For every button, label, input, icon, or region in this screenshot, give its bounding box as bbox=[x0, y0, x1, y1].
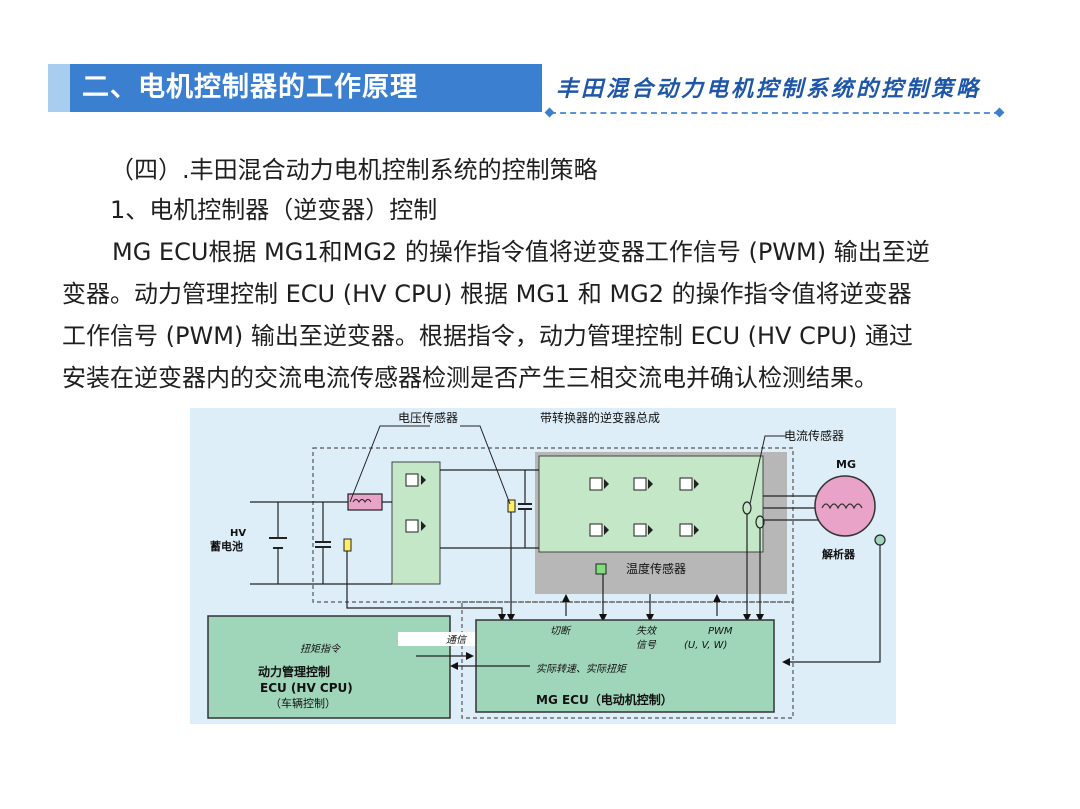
resolver-signal-line bbox=[782, 545, 881, 666]
resolver-label: 解析器 bbox=[822, 547, 856, 561]
header-bar bbox=[48, 64, 542, 112]
inverter-control-diagram: HV 蓄电池 MG 解析器 温度传感器 bbox=[190, 408, 896, 724]
actual-speed-torque-label: 实际转速、实际扭矩 bbox=[536, 663, 628, 675]
paragraph-line: MG ECU根据 MG1和MG2 的操作指令值将逆变器工作信号 (PWM) 输出… bbox=[112, 238, 930, 266]
resolver-icon bbox=[874, 534, 886, 546]
divider-diamond-left bbox=[544, 107, 555, 118]
paragraph-line: 工作信号 (PWM) 输出至逆变器。根据指令，动力管理控制 ECU (HV CP… bbox=[62, 322, 913, 350]
voltage-sensor-label: 电压传感器 bbox=[398, 410, 458, 425]
paragraph-line: 变器。动力管理控制 ECU (HV CPU) 根据 MG1 和 MG2 的操作指… bbox=[62, 280, 912, 308]
fail-signal-label: 失效 bbox=[636, 625, 658, 637]
hv-ecu-label: 动力管理控制 bbox=[258, 664, 330, 679]
inverter-assembly-label: 带转换器的逆变器总成 bbox=[540, 410, 660, 425]
section-title: 二、电机控制器的工作原理 bbox=[82, 72, 418, 103]
current-sensor-leader bbox=[749, 435, 786, 505]
pwm-label: (U, V, W) bbox=[684, 640, 727, 651]
paragraph-line: 安装在逆变器内的交流电流传感器检测是否产生三相交流电并确认检测结果。 bbox=[62, 364, 878, 392]
hv-battery-label: HV bbox=[230, 528, 246, 539]
cutoff-label: 切断 bbox=[550, 625, 572, 637]
converter-igbt bbox=[405, 473, 426, 533]
inverter-igbt-array bbox=[589, 477, 699, 537]
voltage-sensor-element bbox=[343, 538, 352, 552]
divider-diamond-right bbox=[994, 107, 1005, 118]
hv-battery-label: 蓄电池 bbox=[210, 539, 243, 553]
voltage-sensor-leader bbox=[349, 425, 430, 503]
temp-sensor-label: 温度传感器 bbox=[626, 561, 686, 576]
pwm-label: PWM bbox=[708, 626, 733, 637]
header-accent-stripe bbox=[48, 64, 70, 112]
mg-label: MG bbox=[836, 458, 856, 471]
inverter-module bbox=[538, 455, 764, 553]
voltage-sensor-leader bbox=[460, 425, 511, 505]
torque-command-label: 扭矩指令 bbox=[300, 643, 341, 655]
subtitle-divider bbox=[550, 112, 1000, 114]
current-sensor-label: 电流传感器 bbox=[784, 428, 844, 443]
motor-coil bbox=[821, 503, 863, 510]
slide-subtitle: 丰田混合动力电机控制系统的控制策略 bbox=[556, 76, 982, 102]
section-heading: （四）.丰田混合动力电机控制系统的控制策略 bbox=[110, 156, 598, 184]
hv-ecu-label: ECU (HV CPU) bbox=[260, 681, 353, 695]
voltage-signal-line bbox=[346, 551, 506, 622]
mg-ecu-boundary bbox=[461, 601, 794, 719]
mg-ecu-label: MG ECU（电动机控制） bbox=[536, 692, 673, 707]
temp-sensor-icon bbox=[595, 563, 607, 575]
fail-signal-label: 信号 bbox=[636, 639, 657, 651]
subsection-heading: 1、电机控制器（逆变器）控制 bbox=[110, 196, 438, 224]
hv-ecu-label: （车辆控制） bbox=[270, 696, 336, 710]
communication-label: 通信 bbox=[446, 634, 468, 646]
reactor-coil bbox=[352, 499, 372, 503]
inverter-assembly-boundary bbox=[312, 447, 794, 603]
